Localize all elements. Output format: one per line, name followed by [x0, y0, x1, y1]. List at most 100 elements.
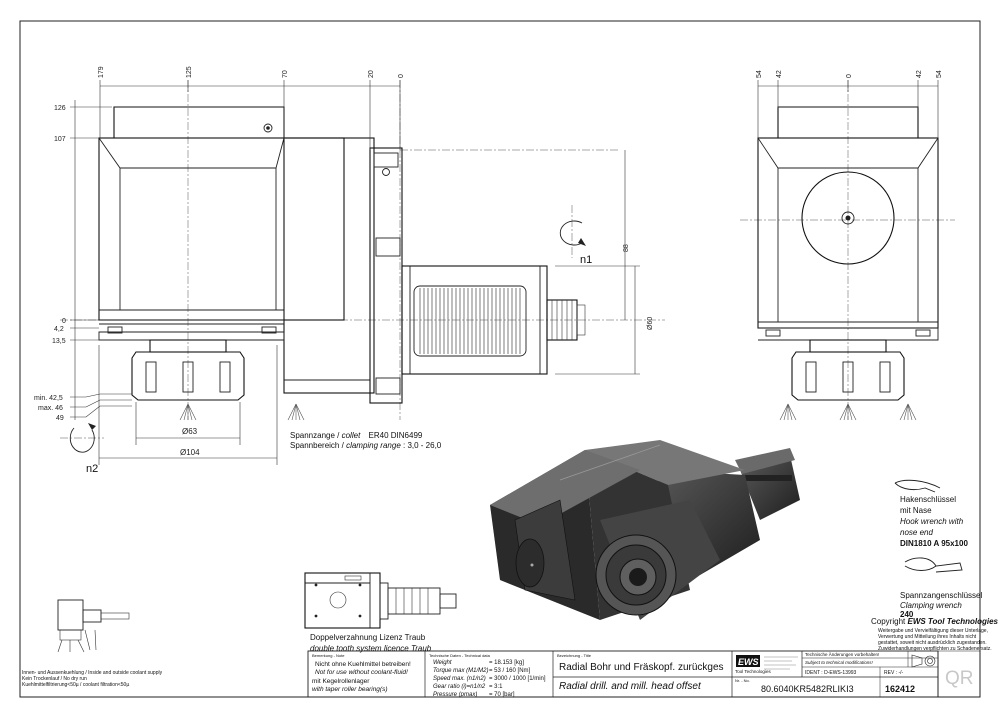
rotation-n2-icon: n2: [60, 423, 104, 475]
svg-text:Verwertung und Mitteilung ihre: Verwertung und Mitteilung ihres Inhalts …: [878, 634, 977, 640]
svg-text:= 53 / 160 [Nm]: = 53 / 160 [Nm]: [489, 668, 531, 674]
qr-placeholder: QR: [945, 668, 974, 689]
revision: REV : -/-: [884, 670, 904, 676]
coolant-spray-icon: [287, 403, 305, 421]
svg-text:EWS: EWS: [738, 657, 759, 667]
hook-wrench-icon: [894, 479, 941, 493]
svg-text:Copyright EWS Tool Techn: Copyright EWS Tool Technologies: [871, 617, 999, 626]
copyright-notice: Copyright EWS Tool Technologies Weiterga…: [871, 617, 999, 652]
dim-4-2: 4,2: [54, 326, 64, 333]
rotation-n1-icon: n1: [559, 205, 592, 266]
dim-13-5: 13,5: [52, 338, 66, 345]
tech-header: Technische Daten - Technical data: [429, 653, 491, 658]
title-en: Radial drill. and mill. head offset: [559, 681, 702, 692]
changes-de: Technische Änderungen vorbehalten!: [805, 651, 879, 657]
svg-text:Torque max (M1/M2): Torque max (M1/M2): [433, 668, 488, 674]
sheet-border: [19, 20, 981, 698]
isometric-render: [490, 440, 800, 620]
dim-dia-63: Ø63: [182, 427, 198, 436]
svg-text:Innen- und Aussenkuehlung / In: Innen- und Aussenkuehlung / Inside and o…: [22, 670, 163, 676]
side-dim-42-right: 42: [916, 70, 923, 78]
svg-text:Hook wrench with: Hook wrench with: [900, 517, 964, 526]
rot-n1-label: n1: [580, 254, 592, 266]
changes-en: Subject to technical modifications!: [805, 660, 874, 665]
svg-text:Spannzangenschlüssel: Spannzangenschlüssel: [900, 591, 983, 600]
hook-wrench-text: Hakenschlüssel mit Nase Hook wrench with…: [900, 495, 968, 548]
remark-1: Nicht ohne Kuehlmittel betreiben!: [315, 661, 411, 668]
side-dim-54-left: 54: [756, 70, 763, 78]
svg-text:Doppelverzahnung Lizenz Traub: Doppelverzahnung Lizenz Traub: [310, 633, 426, 642]
coolant-spray-icon: [899, 403, 917, 421]
drawing-number: 162412: [885, 684, 915, 694]
coolant-mini-view: [57, 599, 130, 653]
dim-126: 126: [54, 105, 66, 112]
side-dim-0: 0: [846, 74, 853, 78]
svg-text:gestattet, soweit nicht ausdrü: gestattet, soweit nicht ausdrücklich zug…: [878, 640, 987, 646]
title-block: [307, 650, 980, 698]
dim-88: 88: [623, 244, 630, 252]
no-header: Nr. - No.: [735, 678, 750, 683]
collet-wrench-icon: [904, 557, 963, 573]
dim-107: 107: [54, 136, 66, 143]
traub-text: Doppelverzahnung Lizenz Traub double too…: [310, 633, 432, 653]
ews-logo: EWS Tool Technologies: [735, 655, 798, 674]
collet-spec: Spannzange / collet ER40 DIN6499 Spannbe…: [290, 431, 442, 450]
remark-2: Not for use without coolant-fluid!: [315, 669, 408, 676]
remark-3: mit Kegelrollenlager: [312, 678, 370, 685]
collet-wrench-text: Spannzangenschlüssel Clamping wrench 240: [900, 591, 983, 619]
svg-text:mit Nase: mit Nase: [900, 506, 932, 515]
svg-text:Kuehlmittelfiltrierung<50µ / c: Kuehlmittelfiltrierung<50µ / coolant fil…: [22, 682, 129, 688]
side-dimensions: 54 42 0 42 54: [756, 70, 943, 140]
svg-text:Spannbereich / clamping: Spannbereich / clamping range : 3,0 - 26…: [290, 441, 442, 450]
rot-n2-label: n2: [86, 463, 98, 475]
desc-header: Bezeichnung - Title: [557, 653, 592, 658]
dim-125: 125: [186, 66, 193, 78]
svg-text:Kein Trockenlauf / No dry run: Kein Trockenlauf / No dry run: [22, 676, 87, 682]
dim-dia-104: Ø104: [180, 448, 200, 457]
side-dim-54-right: 54: [936, 70, 943, 78]
svg-text:Speed max. (n1/n2): Speed max. (n1/n2): [433, 676, 486, 682]
dim-70: 70: [282, 70, 289, 78]
svg-text:Zuwiderhandlungen verpflichten: Zuwiderhandlungen verpflichten zu Schade…: [878, 646, 992, 652]
ident: IDENT : D-EWS-13993: [805, 670, 857, 676]
svg-text:Pressure (pmax): Pressure (pmax): [433, 692, 477, 698]
front-dimensions: 179 125 70 20 0 126 107 0 4,2 13,5 min. …: [34, 66, 654, 465]
dim-0-left: 0: [62, 318, 66, 325]
traub-mini-view: [304, 572, 457, 629]
front-view: [60, 80, 665, 421]
svg-text:Hakenschlüssel: Hakenschlüssel: [900, 495, 956, 504]
remark-4: with taper roller bearing(s): [312, 686, 388, 693]
tech-specs: Weight = 18.153 [kg] Torque max (M1/M2) …: [433, 660, 546, 698]
svg-text:Tool Technologies: Tool Technologies: [735, 669, 771, 674]
dim-179: 179: [98, 66, 105, 78]
svg-text:double tooth system licence Tr: double tooth system licence Traub: [310, 644, 432, 653]
svg-text:Weight: Weight: [433, 660, 452, 666]
side-view: [740, 80, 955, 421]
dim-min-42-5: min. 42,5: [34, 395, 63, 402]
svg-text:240: 240: [900, 610, 914, 619]
projection-symbol-icon: [911, 654, 936, 668]
svg-text:Gear ratio (i)=n1/n2: Gear ratio (i)=n1/n2: [433, 684, 486, 690]
part-number: 80.6040KR5482RLIKI3: [761, 684, 854, 694]
dim-49: 49: [56, 415, 64, 422]
dim-dia-60: Ø60: [647, 317, 654, 330]
svg-text:Spannzange / collet: Spannzange / collet ER40 DIN6499: [290, 431, 423, 440]
coolant-spray-icon: [179, 403, 197, 421]
title-de: Radial Bohr und Fräskopf. zurückges: [559, 662, 724, 673]
svg-text:nose end: nose end: [900, 528, 933, 537]
svg-text:= 18.153 [kg]: = 18.153 [kg]: [489, 660, 524, 666]
side-dim-42-left: 42: [776, 70, 783, 78]
dim-0-top: 0: [398, 74, 405, 78]
coolant-text: Innen- und Aussenkuehlung / Inside and o…: [22, 670, 163, 688]
svg-text:= 70 [bar]: = 70 [bar]: [489, 692, 515, 698]
svg-text:= 3000 / 1000 [1/min]: = 3000 / 1000 [1/min]: [489, 676, 546, 682]
svg-text:Clamping wrench: Clamping wrench: [900, 601, 962, 610]
remark-header: Bemerkung - Note: [312, 653, 345, 658]
coolant-spray-icon: [839, 403, 857, 421]
dim-max-46: max. 46: [38, 405, 63, 412]
svg-text:Weitergabe und Vervielfältigun: Weitergabe und Vervielfältigung dieser U…: [878, 628, 988, 634]
svg-text:= 3:1: = 3:1: [489, 684, 503, 690]
svg-text:DIN1810 A 95x100: DIN1810 A 95x100: [900, 539, 968, 548]
coolant-spray-icon: [779, 403, 797, 421]
dim-20: 20: [368, 70, 375, 78]
